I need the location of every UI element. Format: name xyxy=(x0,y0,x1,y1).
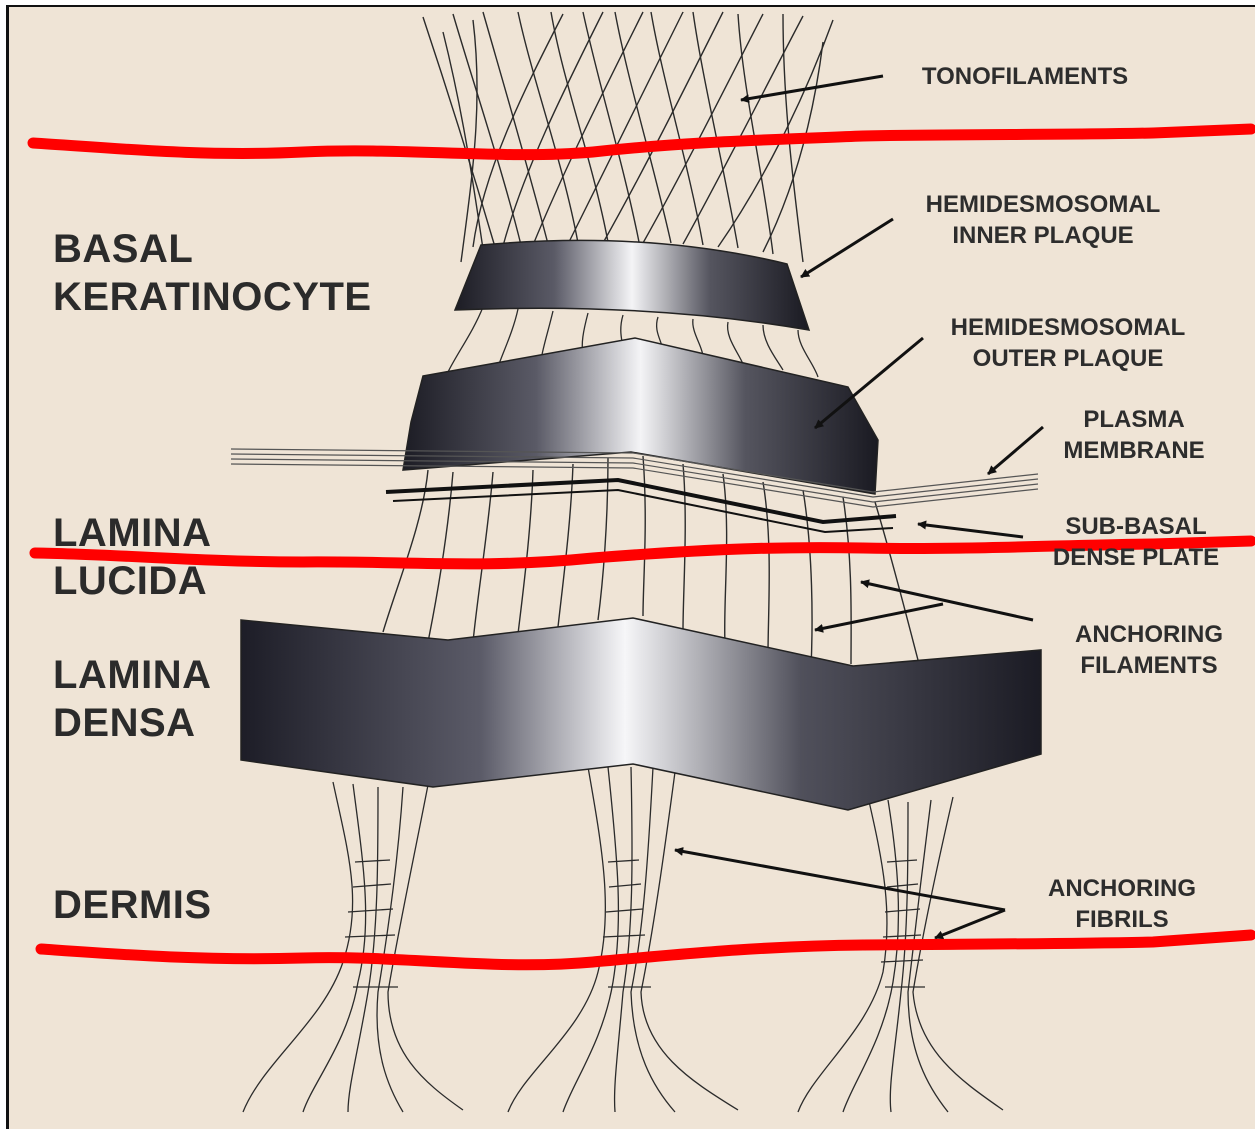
inner-plaque-arrow xyxy=(801,219,893,277)
diagram-frame: BASAL KERATINOCYTE LAMINA LUCIDA LAMINA … xyxy=(6,5,1255,1129)
plasma-membrane xyxy=(231,449,1038,507)
callout-sub-basal-dense-plate: SUB-BASAL DENSE PLATE xyxy=(1031,511,1241,573)
fibril xyxy=(377,787,403,1112)
anchoring-filament xyxy=(875,502,918,660)
fibril xyxy=(563,767,618,1112)
plasma-membrane-arrow xyxy=(988,427,1043,474)
linker-filament xyxy=(498,309,518,367)
callout-inner-plaque: HEMIDESMOSOMAL INNER PLAQUE xyxy=(893,189,1193,251)
fibril xyxy=(243,782,353,1112)
fibril xyxy=(348,787,378,1112)
callout-anchoring-fibrils: ANCHORING FIBRILS xyxy=(1027,873,1217,935)
tonofilament xyxy=(483,12,548,244)
anchoring-filaments-arrow-2 xyxy=(815,604,943,630)
anchoring-filament xyxy=(558,464,573,627)
anchoring-filament xyxy=(723,474,727,644)
fibril xyxy=(843,800,898,1112)
fibril xyxy=(890,802,908,1112)
anchoring-filament xyxy=(763,482,769,654)
anchoring-filament xyxy=(383,470,428,632)
linker-filament xyxy=(448,307,483,372)
inner-plaque xyxy=(455,240,809,330)
label-lamina-densa: LAMINA DENSA xyxy=(53,651,212,747)
tonofilament xyxy=(453,14,521,245)
fibril xyxy=(303,784,366,1112)
label-lamina-lucida: LAMINA LUCIDA xyxy=(53,509,212,605)
tonofilament xyxy=(423,17,495,247)
linker-filament xyxy=(763,325,783,370)
anchoring-fibrils-arrow-2 xyxy=(935,910,1005,938)
fibril xyxy=(798,797,887,1112)
anchoring-filament xyxy=(643,456,645,616)
membrane-leaflet xyxy=(231,464,1038,507)
red-line-top xyxy=(33,129,1251,155)
linker-filament xyxy=(728,322,743,364)
tonofilament xyxy=(651,12,703,245)
tonofilament xyxy=(583,12,639,242)
callout-anchoring-filaments: ANCHORING FILAMENTS xyxy=(1049,619,1249,681)
lamina-densa xyxy=(241,618,1041,810)
fibril xyxy=(641,772,738,1110)
tonofilament xyxy=(763,42,823,252)
fibril xyxy=(508,767,605,1112)
tonofilament xyxy=(503,12,603,246)
tonofilament xyxy=(738,14,773,254)
label-dermis: DERMIS xyxy=(53,881,212,929)
dense-plate-upper xyxy=(386,480,896,522)
label-basal-keratinocyte: BASAL KERATINOCYTE xyxy=(53,225,372,321)
fibril xyxy=(913,797,1003,1110)
callout-tonofilaments: TONOFILAMENTS xyxy=(877,61,1173,92)
tonofilaments-arrow xyxy=(741,76,883,100)
anchoring-fibrils-arrow-1 xyxy=(675,850,1005,910)
linker-filament xyxy=(798,330,818,377)
dense-plate-arrow xyxy=(918,524,1023,537)
outer-plaque xyxy=(403,338,878,494)
tonofilament xyxy=(551,12,608,242)
callout-outer-plaque: HEMIDESMOSOMAL OUTER PLAQUE xyxy=(919,312,1217,374)
dense-plate-lower xyxy=(393,490,893,532)
callout-plasma-membrane: PLASMA MEMBRANE xyxy=(1039,404,1229,466)
red-line-bottom xyxy=(41,935,1251,965)
